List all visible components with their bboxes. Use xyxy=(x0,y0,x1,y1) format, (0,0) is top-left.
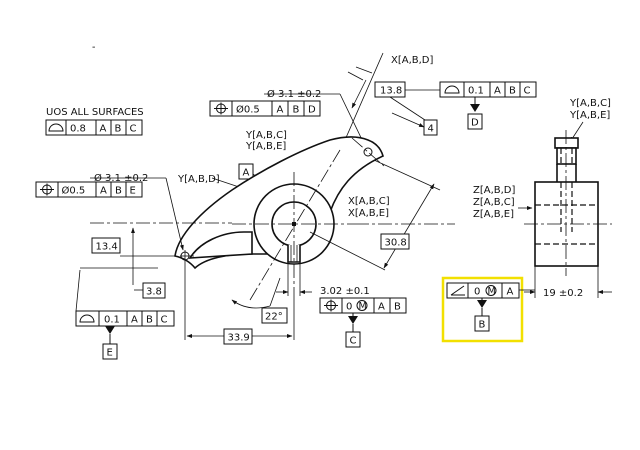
note-z-abc: Z[A,B,C] xyxy=(473,197,515,208)
svg-text:30.8: 30.8 xyxy=(385,238,407,249)
svg-text:D: D xyxy=(471,118,479,129)
note-ry-abe: Y[A,B,E] xyxy=(569,110,610,121)
svg-text:A: A xyxy=(131,315,138,326)
fcf-position-top: Ø0.5 A B D xyxy=(209,100,321,117)
datum-b-box: B xyxy=(474,315,490,332)
note-ry-abc: Y[A,B,C] xyxy=(569,98,611,109)
svg-text:B: B xyxy=(394,302,401,313)
datum-a-box: A xyxy=(238,163,254,180)
dim-3-02: 3.02 ±0.1 xyxy=(320,286,370,297)
note-x-abe: X[A,B,E] xyxy=(348,208,389,219)
surface-profile-icon-3 xyxy=(79,314,95,323)
datum-e-box: E xyxy=(102,343,118,360)
fcf-profile-left: 0.1 A B C xyxy=(75,310,175,327)
fcf-uos-tol: 0.8 xyxy=(70,124,86,135)
svg-text:33.9: 33.9 xyxy=(228,333,250,344)
svg-text:0.1: 0.1 xyxy=(104,315,120,326)
svg-text:A: A xyxy=(100,186,107,197)
dim-33-9-box: 33.9 xyxy=(223,328,253,345)
svg-text:B: B xyxy=(509,86,516,97)
svg-text:0: 0 xyxy=(346,302,352,313)
svg-text:A: A xyxy=(378,302,385,313)
note-z-abe: Z[A,B,E] xyxy=(473,209,514,220)
svg-text:0: 0 xyxy=(474,287,480,298)
highlight-box xyxy=(441,276,524,343)
svg-text:A: A xyxy=(243,168,250,179)
note-y-abc: Y[A,B,C] xyxy=(245,130,287,141)
mmc-modifier-icon-2 xyxy=(485,285,497,296)
note-y-abe: Y[A,B,E] xyxy=(245,141,286,152)
hole-top xyxy=(363,147,373,157)
dim-30-8-box: 30.8 xyxy=(380,233,410,250)
datum-e-triangle xyxy=(105,326,115,334)
mmc-modifier-icon xyxy=(356,300,368,311)
datum-d-triangle xyxy=(470,104,480,112)
side-view xyxy=(534,137,599,267)
fcf-pos-top-d3: D xyxy=(308,105,316,116)
svg-text:Ø0.5: Ø0.5 xyxy=(62,185,86,197)
svg-text:C: C xyxy=(350,336,357,347)
note-y-abd: Y[A,B,D] xyxy=(177,174,220,185)
x-abd-tick xyxy=(355,66,373,74)
surface-profile-icon xyxy=(48,123,64,132)
position-icon-2 xyxy=(40,183,54,196)
fcf-pos-top-tol: Ø0.5 xyxy=(236,104,260,116)
angularity-icon xyxy=(450,285,465,296)
fcf-angularity: 0 M A xyxy=(446,282,520,299)
svg-text:3.8: 3.8 xyxy=(146,287,162,298)
fcf-pos-top-d1: A xyxy=(277,105,284,116)
fcf-uos-profile: 0.8 A B C xyxy=(45,119,143,136)
svg-text:E: E xyxy=(130,186,136,197)
uos-note: UOS ALL SURFACES xyxy=(46,107,144,118)
svg-text:B: B xyxy=(479,320,486,331)
svg-text:C: C xyxy=(524,86,531,97)
dim-3-8-box: 3.8 xyxy=(142,282,166,299)
dim-13-4-box: 13.4 xyxy=(91,237,121,254)
svg-text:B: B xyxy=(115,186,122,197)
dim-13-8-box: 13.8 xyxy=(374,81,406,98)
position-icon xyxy=(214,102,228,115)
x-abd-tick-2 xyxy=(347,71,364,81)
fcf-position-bottom: 0 M A B xyxy=(319,297,407,314)
fcf-position-left: Ø0.5 A B E xyxy=(35,181,143,198)
svg-text:E: E xyxy=(107,348,113,359)
svg-text:A: A xyxy=(507,287,514,298)
svg-text:0.1: 0.1 xyxy=(468,86,484,97)
fcf-pos-top-d2: B xyxy=(293,105,300,116)
svg-text:C: C xyxy=(161,315,168,326)
dim-22-box: 22° xyxy=(261,307,288,324)
datum-c-triangle xyxy=(348,316,358,324)
datum-b-triangle xyxy=(477,300,487,308)
dim-4-box: 4 xyxy=(423,119,438,136)
svg-text:22°: 22° xyxy=(265,312,283,323)
svg-text:13.8: 13.8 xyxy=(380,86,402,97)
fcf-uos-d2: B xyxy=(115,124,122,135)
svg-text:A: A xyxy=(494,86,501,97)
note-x-abd: X[A,B,D] xyxy=(391,55,434,66)
fcf-uos-d3: C xyxy=(130,124,137,135)
datum-d-box: D xyxy=(467,113,483,130)
svg-text:13.4: 13.4 xyxy=(96,242,118,253)
svg-text:M: M xyxy=(359,301,367,312)
position-icon-3 xyxy=(324,299,338,312)
note-z-abd: Z[A,B,D] xyxy=(473,185,516,196)
svg-text:B: B xyxy=(146,315,153,326)
svg-text:M: M xyxy=(488,286,496,297)
surface-profile-icon-2 xyxy=(444,85,460,94)
note-x-abc: X[A,B,C] xyxy=(348,196,390,207)
svg-text:4: 4 xyxy=(428,124,434,135)
stray-mark: - xyxy=(92,42,95,53)
fcf-profile-topright: 0.1 A B C xyxy=(439,81,537,98)
datum-c-box: C xyxy=(345,331,361,348)
fcf-uos-d1: A xyxy=(100,124,107,135)
dim-19: 19 ±0.2 xyxy=(543,288,583,299)
